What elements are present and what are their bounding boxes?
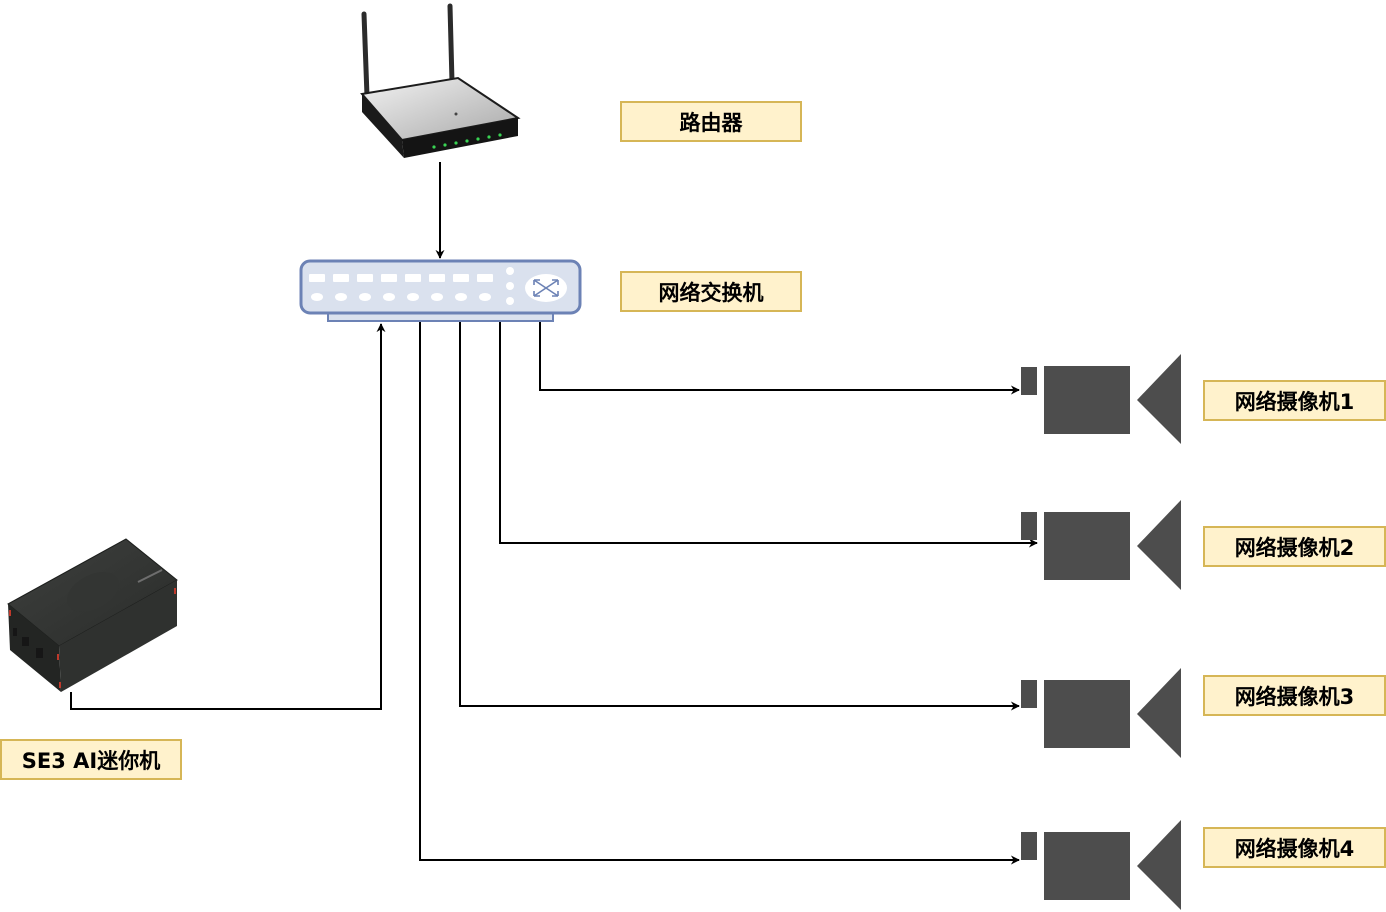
edge-switch-camera2 bbox=[499, 322, 1038, 548]
router-label: 路由器 bbox=[620, 101, 802, 142]
mini-pc-icon bbox=[7, 538, 178, 692]
switch-icon bbox=[299, 259, 582, 322]
camera2-label: 网络摄像机2 bbox=[1203, 526, 1386, 567]
edge-switch-camera4 bbox=[419, 322, 1020, 865]
router-icon bbox=[360, 3, 521, 158]
camera4-label: 网络摄像机4 bbox=[1203, 827, 1386, 868]
edge-switch-camera1 bbox=[539, 322, 1020, 395]
mini-pc-label: SE3 AI迷你机 bbox=[0, 739, 182, 780]
edge-switch-camera3 bbox=[459, 322, 1020, 711]
camera3-label: 网络摄像机3 bbox=[1203, 675, 1386, 716]
edge-minipc-switch bbox=[70, 323, 386, 710]
camera-icon-3 bbox=[1021, 668, 1181, 758]
camera-icon-2 bbox=[1021, 500, 1181, 590]
connectors bbox=[70, 162, 1038, 865]
camera-icon-1 bbox=[1021, 354, 1181, 444]
switch-label: 网络交换机 bbox=[620, 271, 802, 312]
camera1-label: 网络摄像机1 bbox=[1203, 380, 1386, 421]
camera-icon-4 bbox=[1021, 820, 1181, 910]
